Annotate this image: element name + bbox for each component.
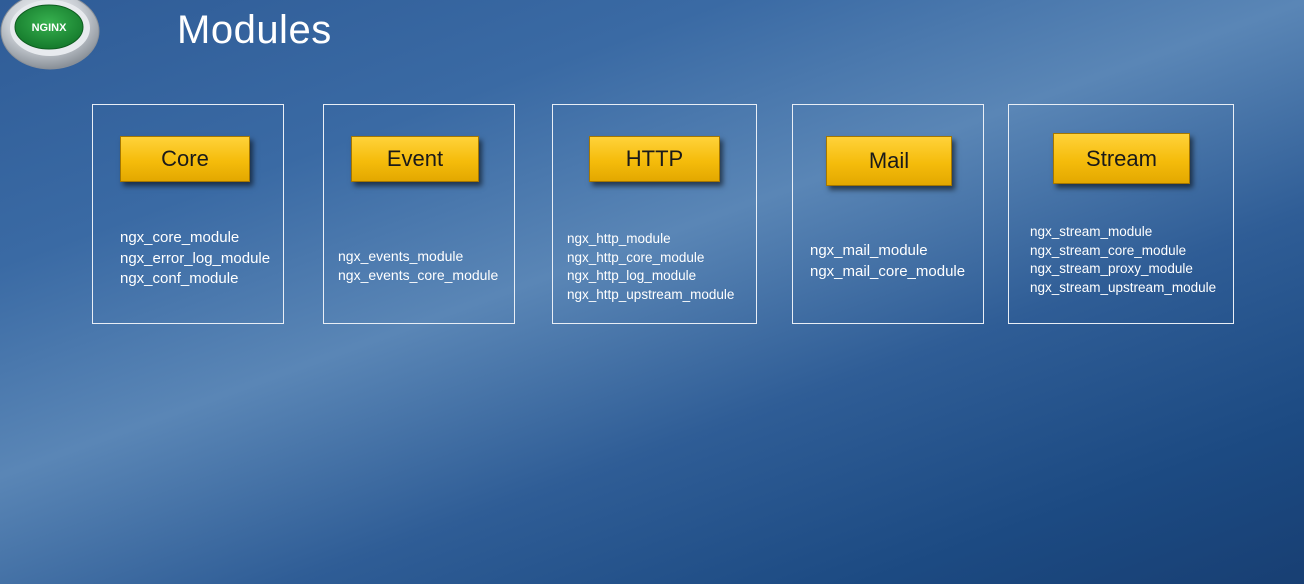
list-item: ngx_events_core_module bbox=[338, 266, 499, 283]
list-item: ngx_mail_core_module bbox=[810, 263, 966, 280]
module-box-stream: Stream ngx_stream_module ngx_stream_core… bbox=[1008, 104, 1234, 324]
http-module-button[interactable]: HTTP bbox=[589, 136, 720, 182]
list-item: ngx_conf_module bbox=[120, 270, 239, 287]
list-item: ngx_stream_module bbox=[1030, 224, 1153, 239]
module-box-http: HTTP ngx_http_module ngx_http_core_modul… bbox=[552, 104, 757, 324]
module-box-mail: Mail ngx_mail_module ngx_mail_core_modul… bbox=[792, 104, 984, 324]
list-item: ngx_http_module bbox=[567, 231, 671, 246]
core-module-list: ngx_core_module ngx_error_log_module ngx… bbox=[120, 228, 270, 290]
event-module-list: ngx_events_module ngx_events_core_module bbox=[338, 247, 498, 284]
list-item: ngx_error_log_module bbox=[120, 249, 271, 267]
http-module-list: ngx_http_module ngx_http_core_module ngx… bbox=[567, 230, 734, 305]
list-item: ngx_stream_upstream_module bbox=[1030, 280, 1217, 296]
list-item: ngx_events_module bbox=[338, 248, 464, 264]
logo-text: NGINX bbox=[32, 22, 68, 34]
module-box-core: Core ngx_core_module ngx_error_log_modul… bbox=[92, 104, 284, 324]
list-item: ngx_core_module bbox=[120, 229, 240, 246]
list-item: ngx_http_upstream_module bbox=[567, 287, 735, 303]
list-item: ngx_stream_core_module bbox=[1030, 242, 1187, 258]
stream-module-list: ngx_stream_module ngx_stream_core_module… bbox=[1030, 223, 1216, 298]
list-item: ngx_http_core_module bbox=[567, 249, 705, 265]
slide-title: Modules bbox=[177, 8, 332, 52]
module-box-event: Event ngx_events_module ngx_events_core_… bbox=[323, 104, 515, 324]
list-item: ngx_stream_proxy_module bbox=[1030, 261, 1193, 277]
event-module-button[interactable]: Event bbox=[351, 136, 479, 182]
mail-module-button[interactable]: Mail bbox=[826, 136, 952, 186]
core-module-button[interactable]: Core bbox=[120, 136, 250, 182]
nginx-logo: NGINX bbox=[0, 0, 102, 74]
stream-module-button[interactable]: Stream bbox=[1053, 133, 1190, 184]
mail-module-list: ngx_mail_module ngx_mail_core_module bbox=[810, 240, 965, 282]
list-item: ngx_mail_module bbox=[810, 242, 928, 259]
list-item: ngx_http_log_module bbox=[567, 268, 697, 284]
